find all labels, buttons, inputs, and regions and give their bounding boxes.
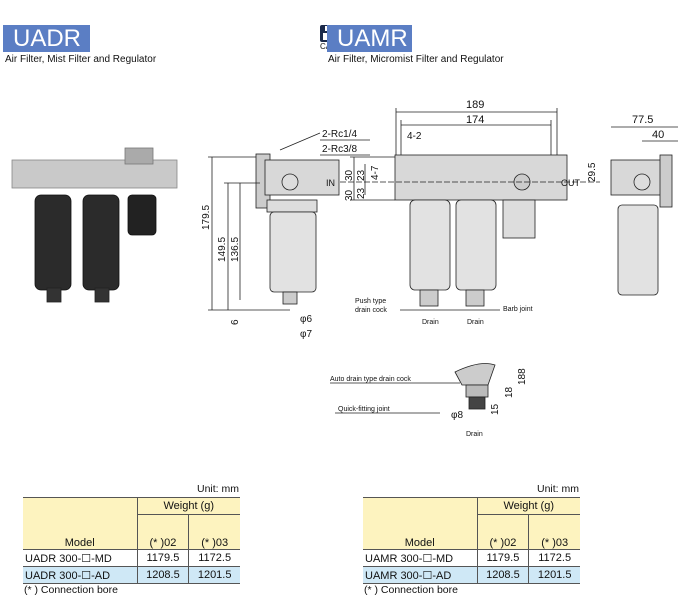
dim-174: 174 [466, 114, 484, 126]
out-label: OUT [561, 178, 581, 188]
unit-label-2: Unit: mm [537, 483, 579, 495]
dim-188: 188 [517, 368, 528, 385]
dim-18: 18 [504, 386, 515, 398]
weight-cell: 1201.5 [528, 566, 580, 584]
front-view [340, 108, 600, 311]
ports-label-1: 2-Rc1/4 [322, 129, 357, 140]
dim-23a: 23 [356, 169, 367, 181]
quick-fitting-label: Quick-fitting joint [338, 406, 390, 413]
dim-179-5: 179.5 [201, 205, 212, 230]
header-weight: Weight (g) [476, 497, 580, 515]
weight-cell: 1208.5 [136, 566, 190, 584]
push-type-label: Push type [355, 298, 386, 305]
in-label: IN [326, 178, 335, 188]
model-cell: UAMR 300-☐-AD [363, 566, 478, 584]
weight-cell: 1201.5 [188, 566, 240, 584]
product-photo [11, 147, 178, 303]
header-weight: Weight (g) [136, 497, 240, 515]
drain-cock-label: drain cock [355, 307, 387, 314]
side-view [208, 132, 370, 311]
weight-cell: 1172.5 [188, 549, 240, 567]
model-cell: UADR 300-☐-MD [23, 549, 138, 567]
weight-table-uamr: Model Weight (g) (* )02 (* )03 UAMR 300-… [363, 497, 580, 584]
auto-drain-detail [330, 363, 496, 414]
weight-cell: 1179.5 [476, 549, 530, 567]
dim-136-5: 136.5 [230, 237, 241, 262]
weight-cell: 1208.5 [476, 566, 530, 584]
unit-label-1: Unit: mm [197, 483, 239, 495]
weight-table-uadr: Model Weight (g) (* )02 (* )03 UADR 300-… [23, 497, 240, 584]
dim-189: 189 [466, 99, 484, 111]
dim-15: 15 [490, 403, 501, 415]
dim-149-5: 149.5 [217, 237, 228, 262]
footnote-1: (* ) Connection bore [24, 584, 118, 596]
drain-label-3: Drain [466, 431, 483, 438]
uadr-subtitle: Air Filter, Mist Filter and Regulator [5, 54, 157, 65]
header-02: (* )02 [476, 514, 530, 550]
dim-30a: 30 [344, 169, 355, 181]
dim-29-5: 29.5 [587, 162, 598, 182]
dim-4-7: 4-7 [370, 165, 381, 180]
header-03: (* )03 [188, 514, 240, 550]
uamr-subtitle: Air Filter, Micromist Filter and Regulat… [328, 54, 504, 65]
dim-30b: 30 [344, 189, 355, 201]
drain-label-1: Drain [422, 319, 439, 326]
auto-drain-label: Auto drain type drain cock [330, 376, 411, 383]
dim-phi6: φ6 [300, 314, 312, 325]
header-02: (* )02 [136, 514, 190, 550]
model-cell: UAMR 300-☐-MD [363, 549, 478, 567]
dim-77-5: 77.5 [632, 114, 653, 126]
header-model: Model [363, 497, 478, 550]
uadr-title: UADR [3, 25, 90, 52]
weight-cell: 1172.5 [528, 549, 580, 567]
dim-4-2: 4-2 [407, 131, 422, 142]
ports-label-2: 2-Rc3/8 [322, 144, 357, 155]
right-side-view [610, 126, 678, 296]
drain-label-2: Drain [467, 319, 484, 326]
dimension-drawing: 2-Rc1/4 2-Rc3/8 179.5 149.5 136.5 6 φ6 φ… [11, 99, 678, 438]
dim-6: 6 [230, 319, 241, 325]
dim-phi8: φ8 [451, 410, 463, 421]
dim-phi7: φ7 [300, 329, 312, 340]
model-cell: UADR 300-☐-AD [23, 566, 138, 584]
header-model: Model [23, 497, 138, 550]
dim-40: 40 [652, 129, 664, 141]
footnote-2: (* ) Connection bore [364, 584, 458, 596]
dim-23b: 23 [356, 187, 367, 199]
uamr-title: UAMR [327, 25, 412, 52]
weight-cell: 1179.5 [136, 549, 190, 567]
barb-joint-label: Barb joint [503, 306, 533, 313]
header-03: (* )03 [528, 514, 580, 550]
